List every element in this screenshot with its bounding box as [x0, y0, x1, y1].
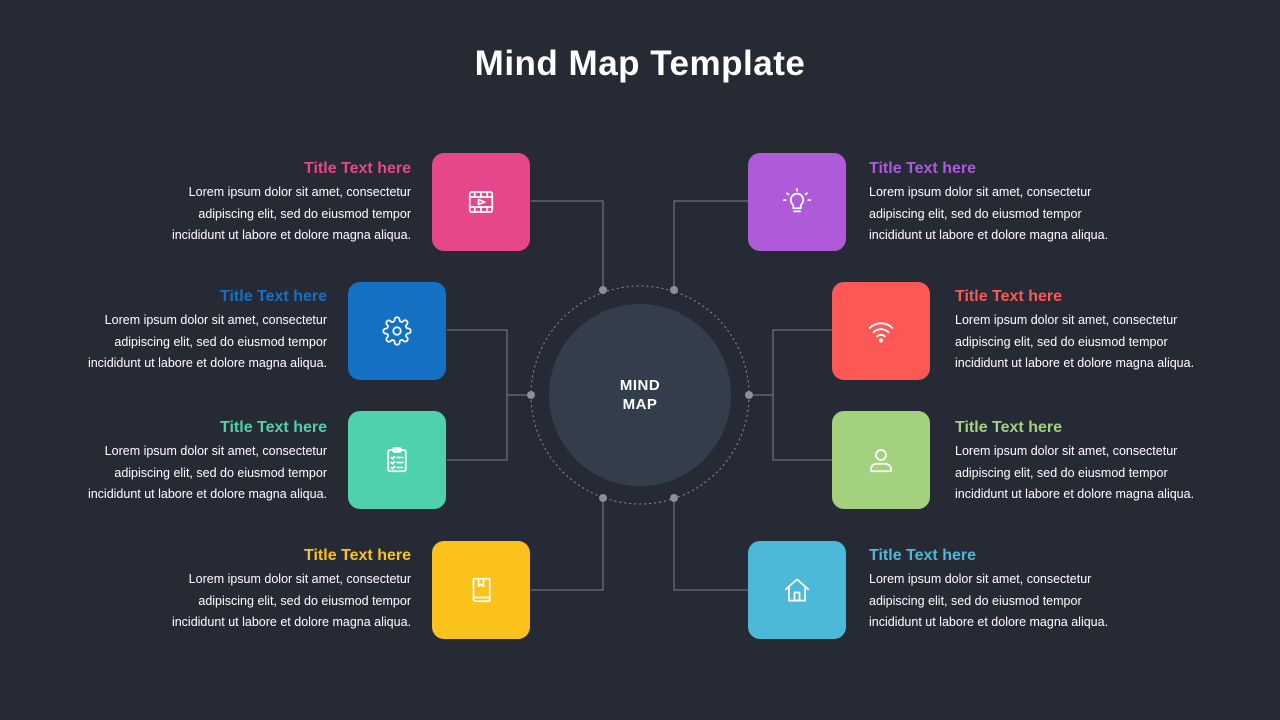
node-tile-6	[832, 282, 930, 380]
node-body: Lorem ipsum dolor sit amet, consectetur …	[111, 569, 411, 634]
node-body-line: adipiscing elit, sed do eiusmod tempor	[198, 206, 411, 221]
node-text-2: Title Text here Lorem ipsum dolor sit am…	[27, 286, 327, 375]
node-body-line: incididunt ut labore et dolore magna ali…	[87, 356, 327, 370]
node-body-line: incididunt ut labore et dolore magna ali…	[955, 356, 1195, 370]
home-icon	[784, 578, 810, 602]
node-title: Title Text here	[304, 547, 411, 564]
node-text-4: Title Text here Lorem ipsum dolor sit am…	[111, 545, 411, 634]
node-tile-4	[432, 541, 530, 639]
node-body-line: adipiscing elit, sed do eiusmod tempor	[869, 593, 1082, 608]
node-body-line: adipiscing elit, sed do eiusmod tempor	[114, 334, 327, 349]
node-body-line: Lorem ipsum dolor sit amet, consectetur	[955, 313, 1178, 327]
node-title: Title Text here	[220, 288, 327, 305]
node-body-line: adipiscing elit, sed do eiusmod tempor	[955, 334, 1168, 349]
node-body: Lorem ipsum dolor sit amet, consectetur …	[27, 310, 327, 375]
node-body-line: incididunt ut labore et dolore magna ali…	[171, 615, 411, 629]
node-body: Lorem ipsum dolor sit amet, consectetur …	[27, 441, 327, 506]
node-title: Title Text here	[955, 288, 1062, 305]
node-body: Lorem ipsum dolor sit amet, consectetur …	[955, 310, 1255, 375]
user-icon	[870, 449, 892, 473]
node-body-line: incididunt ut labore et dolore magna ali…	[171, 228, 411, 242]
node-body-line: Lorem ipsum dolor sit amet, consectetur	[188, 572, 411, 586]
lightbulb-icon	[783, 188, 811, 213]
book-icon	[472, 577, 491, 603]
node-body-line: Lorem ipsum dolor sit amet, consectetur	[869, 185, 1092, 199]
node-text-1: Title Text here Lorem ipsum dolor sit am…	[111, 158, 411, 247]
node-tile-1	[432, 153, 530, 251]
connector-paths	[447, 200, 832, 591]
node-body-line: incididunt ut labore et dolore magna ali…	[869, 615, 1109, 629]
node-title: Title Text here	[869, 160, 976, 177]
node-tile-7	[832, 411, 930, 509]
node-title: Title Text here	[220, 419, 327, 436]
node-body-line: Lorem ipsum dolor sit amet, consectetur	[188, 185, 411, 199]
connector-dots	[527, 286, 753, 502]
node-body: Lorem ipsum dolor sit amet, consectetur …	[869, 569, 1169, 634]
node-text-8: Title Text here Lorem ipsum dolor sit am…	[869, 545, 1169, 634]
node-tile-5	[748, 153, 846, 251]
node-tile-2	[348, 282, 446, 380]
center-label-line1: MIND	[619, 377, 661, 394]
node-body-line: Lorem ipsum dolor sit amet, consectetur	[104, 444, 327, 458]
node-body-line: adipiscing elit, sed do eiusmod tempor	[869, 206, 1082, 221]
node-body: Lorem ipsum dolor sit amet, consectetur …	[955, 441, 1255, 506]
page-title: Mind Map Template	[474, 44, 806, 83]
node-body-line: incididunt ut labore et dolore magna ali…	[869, 228, 1109, 242]
node-body-line: adipiscing elit, sed do eiusmod tempor	[955, 465, 1168, 480]
node-text-3: Title Text here Lorem ipsum dolor sit am…	[27, 417, 327, 506]
node-body-line: incididunt ut labore et dolore magna ali…	[87, 487, 327, 501]
node-tile-8	[748, 541, 846, 639]
node-title: Title Text here	[304, 160, 411, 177]
node-body-line: adipiscing elit, sed do eiusmod tempor	[114, 465, 327, 480]
gear-icon	[382, 316, 412, 346]
node-text-6: Title Text here Lorem ipsum dolor sit am…	[955, 286, 1255, 375]
node-tile-3	[348, 411, 446, 509]
node-body: Lorem ipsum dolor sit amet, consectetur …	[111, 182, 411, 247]
node-body-line: incididunt ut labore et dolore magna ali…	[955, 487, 1195, 501]
node-body: Lorem ipsum dolor sit amet, consectetur …	[869, 182, 1169, 247]
node-title: Title Text here	[955, 419, 1062, 436]
node-text-5: Title Text here Lorem ipsum dolor sit am…	[869, 158, 1169, 247]
node-body-line: Lorem ipsum dolor sit amet, consectetur	[869, 572, 1092, 586]
node-body-line: Lorem ipsum dolor sit amet, consectetur	[955, 444, 1178, 458]
node-body-line: adipiscing elit, sed do eiusmod tempor	[198, 593, 411, 608]
node-title: Title Text here	[869, 547, 976, 564]
center-node: MIND MAP	[549, 304, 731, 486]
node-body-line: Lorem ipsum dolor sit amet, consectetur	[104, 313, 327, 327]
center-label-line2: MAP	[622, 396, 658, 413]
node-text-7: Title Text here Lorem ipsum dolor sit am…	[955, 417, 1255, 506]
wifi-icon	[868, 322, 894, 343]
clipboard-icon	[387, 447, 407, 473]
film-icon	[468, 191, 494, 213]
